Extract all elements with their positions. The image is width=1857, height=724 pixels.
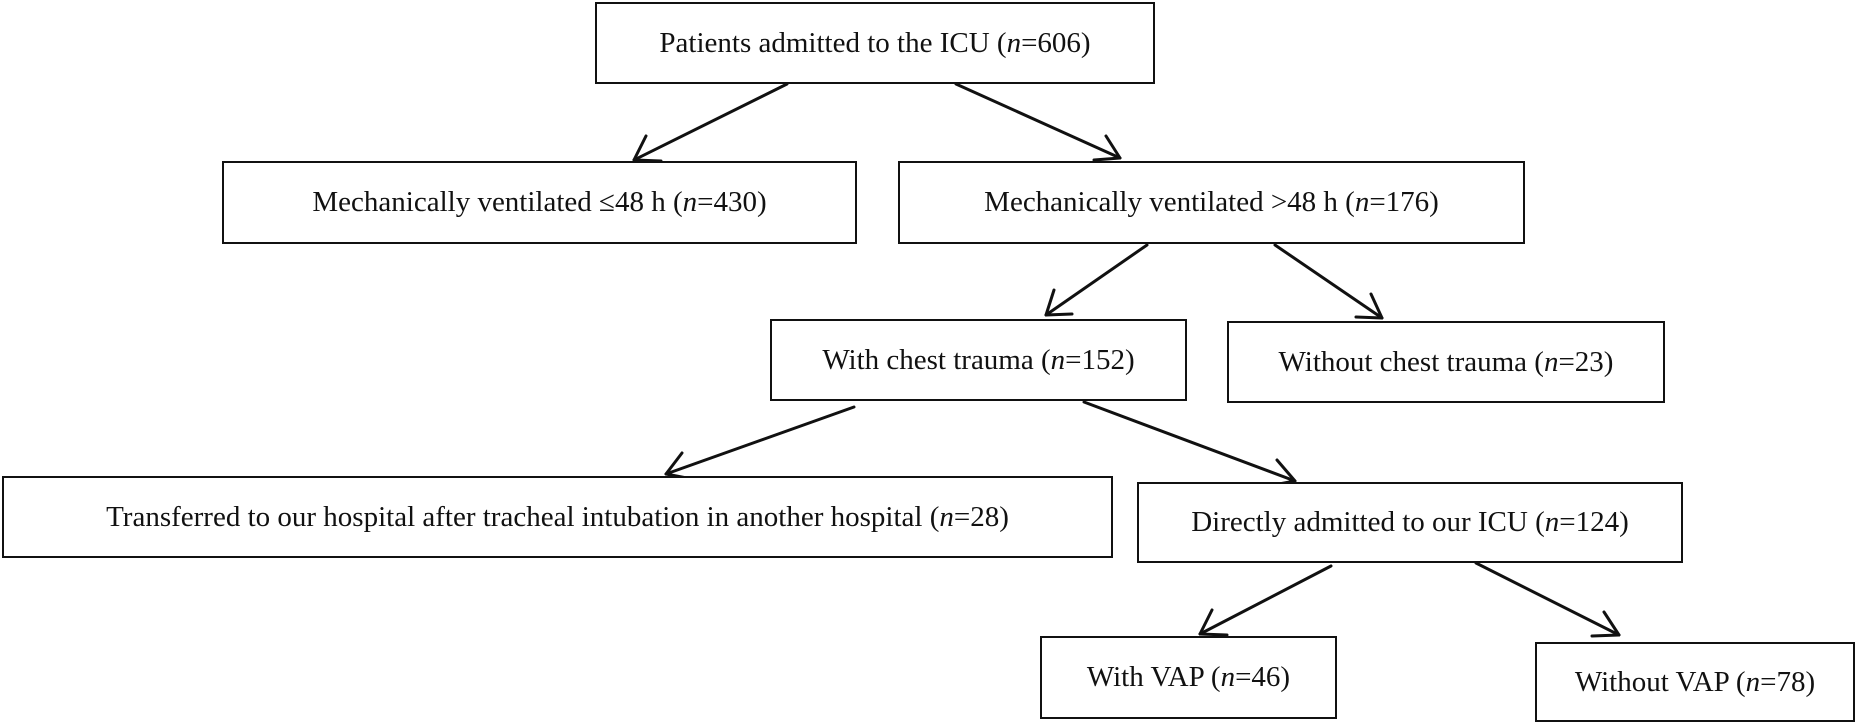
- arrow-direct-to-with-vap: [1198, 564, 1333, 637]
- node-label: Mechanically ventilated ≤48 h (: [312, 186, 683, 218]
- node-n-value: =46): [1235, 661, 1291, 693]
- node-label: Transferred to our hospital after trache…: [106, 500, 940, 533]
- node-n-value: =152): [1065, 343, 1135, 376]
- node-without-chest-trauma: Without chest trauma (n=23): [1227, 321, 1665, 403]
- node-label: Patients admitted to the ICU (: [659, 26, 1007, 59]
- node-n-value: =430): [697, 186, 767, 218]
- node-n-variable: n: [1050, 343, 1066, 376]
- node-n-variable: n: [939, 500, 954, 533]
- node-label: Without VAP (: [1574, 665, 1746, 698]
- node-with-vap: With VAP (n=46): [1040, 636, 1337, 719]
- arrow-direct-to-without-vap: [1474, 561, 1621, 638]
- node-n-variable: n: [1354, 186, 1370, 218]
- arrow-with-chest-to-transferred: [664, 405, 856, 481]
- node-without-vap: Without VAP (n=78): [1535, 642, 1855, 722]
- node-n-value: =606): [1021, 26, 1091, 59]
- node-directly-admitted: Directly admitted to our ICU (n=124): [1137, 482, 1683, 563]
- node-label: Mechanically ventilated >48 h (: [984, 186, 1355, 218]
- node-label: With VAP (: [1086, 661, 1221, 693]
- node-label: Directly admitted to our ICU (: [1191, 506, 1545, 538]
- arrow-with-chest-to-direct: [1082, 400, 1297, 488]
- node-n-variable: n: [1544, 506, 1560, 538]
- node-label: Without chest trauma (: [1278, 345, 1544, 378]
- node-label: With chest trauma (: [822, 343, 1051, 376]
- node-n-value: =23): [1558, 345, 1614, 378]
- node-ventilated-le48h: Mechanically ventilated ≤48 h (n=430): [222, 161, 857, 244]
- node-ventilated-gt48h: Mechanically ventilated >48 h (n=176): [898, 161, 1525, 244]
- node-n-value: =28): [953, 500, 1009, 533]
- node-transferred: Transferred to our hospital after trache…: [2, 476, 1113, 558]
- arrow-vent-gt48-to-with-chest: [1044, 243, 1149, 317]
- arrow-admitted-to-vent-gt48: [954, 82, 1122, 162]
- node-n-variable: n: [1745, 665, 1761, 698]
- arrow-vent-gt48-to-without-chest: [1273, 243, 1384, 320]
- node-patients-admitted: Patients admitted to the ICU (n=606): [595, 2, 1155, 84]
- arrow-admitted-to-vent-le48: [632, 82, 789, 163]
- node-n-variable: n: [682, 186, 698, 218]
- node-n-value: =78): [1760, 665, 1816, 698]
- node-with-chest-trauma: With chest trauma (n=152): [770, 319, 1187, 401]
- node-n-variable: n: [1220, 661, 1236, 693]
- node-n-variable: n: [1006, 26, 1022, 59]
- node-n-variable: n: [1543, 345, 1559, 378]
- node-n-value: =176): [1369, 186, 1439, 218]
- node-n-value: =124): [1559, 506, 1629, 538]
